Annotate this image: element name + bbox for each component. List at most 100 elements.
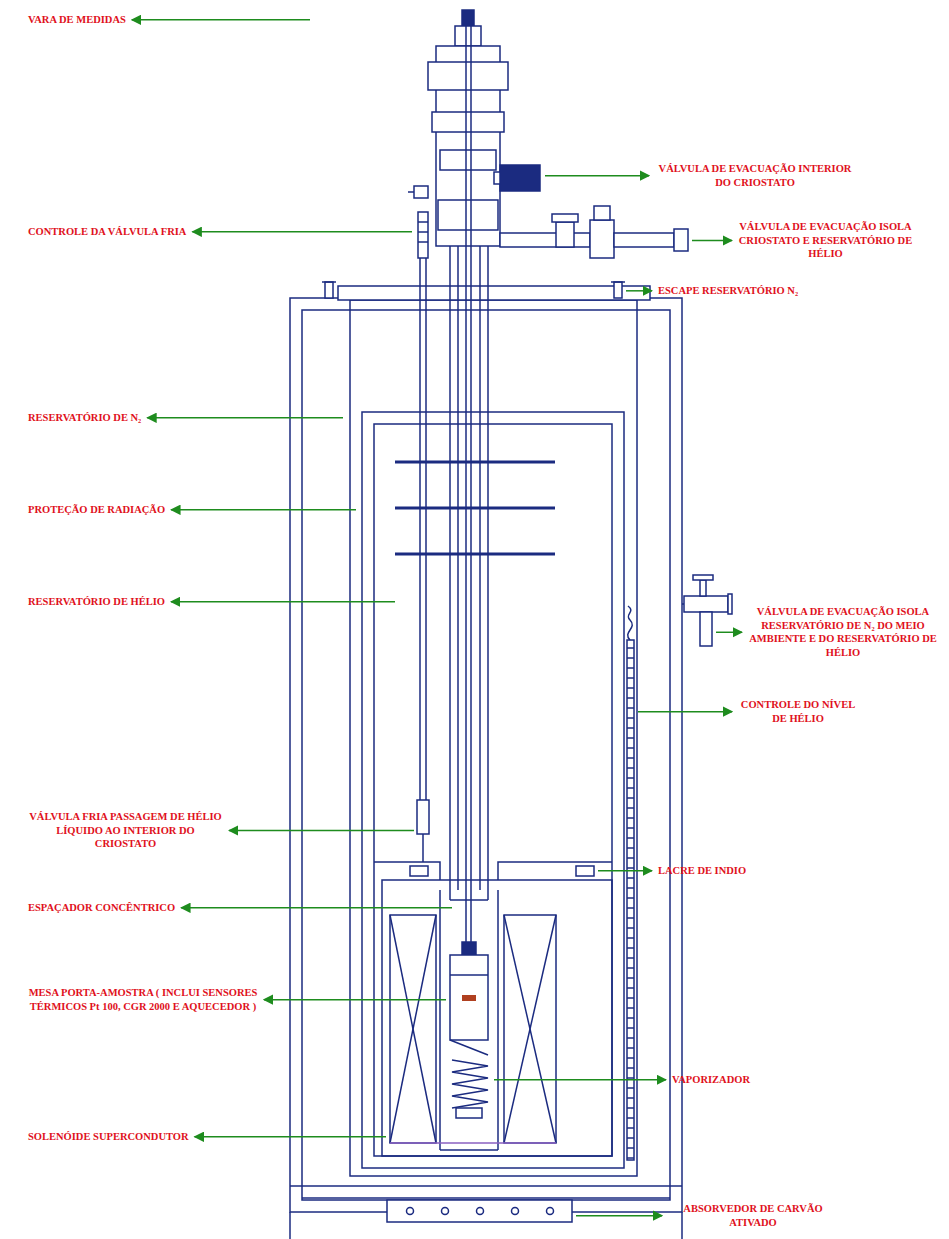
helium-reservoir xyxy=(362,412,624,1168)
part-label: SOLENÓIDE SUPERCONDUTOR xyxy=(28,1130,189,1144)
measuring-rod-head-part xyxy=(500,165,540,191)
leader-arrow xyxy=(229,830,414,832)
side-evacuation-valve-part xyxy=(552,214,578,222)
outer-housing-part xyxy=(681,1212,683,1239)
sample-holder-part xyxy=(450,974,488,976)
part-label: RESERVATÓRIO DE HÉLIO xyxy=(28,595,165,609)
gauge-tick xyxy=(627,817,634,819)
side-evacuation-valve-part xyxy=(500,233,590,247)
leader-arrow xyxy=(132,19,310,21)
gauge-tick xyxy=(627,1057,634,1059)
sample-holder xyxy=(450,942,488,1055)
gauge-tick xyxy=(627,707,634,709)
gauge-tick xyxy=(627,877,634,879)
gauge-tick xyxy=(627,967,634,969)
radiation-shield-part xyxy=(395,461,555,464)
side-evacuation-valve-part xyxy=(674,229,688,251)
nitrogen-reservoir-part xyxy=(338,286,650,300)
side-evacuation-valve-part xyxy=(556,222,574,247)
central-tube xyxy=(450,26,488,955)
magnet-chamber-part xyxy=(497,890,499,1150)
cold-valve-part xyxy=(418,241,428,243)
measuring-rod-head-part xyxy=(414,186,428,198)
superconducting-solenoid-part xyxy=(390,915,436,1143)
measuring-rod-head-part xyxy=(494,172,500,184)
gauge-tick xyxy=(627,647,634,649)
part-label: VÁLVULA DE EVACUAÇÃO INTERIOR DO CRIOSTA… xyxy=(655,162,855,189)
part-label: RESERVATÓRIO DE N₂ xyxy=(28,411,141,425)
leader-arrow xyxy=(171,509,356,511)
cold-valve-part xyxy=(418,231,428,233)
nitrogen-reservoir xyxy=(322,282,650,1176)
leader-arrow xyxy=(195,1136,386,1138)
outer-housing-part xyxy=(289,1212,291,1239)
side-evacuation-valve-part xyxy=(594,206,610,220)
measuring-rod-head-part xyxy=(440,150,496,170)
gauge-tick xyxy=(627,1067,634,1069)
gauge-tick xyxy=(627,787,634,789)
central-tube-part xyxy=(449,246,451,900)
gauge-tick xyxy=(627,917,634,919)
leader-arrow xyxy=(264,999,446,1001)
gauge-tick xyxy=(627,777,634,779)
vaporizer-coil-part xyxy=(452,1060,488,1108)
part-label: ABSORVEDOR DE CARVÃO ATIVADO xyxy=(668,1202,838,1229)
outer-housing-part xyxy=(290,298,682,1212)
superconducting-solenoid-part xyxy=(504,915,556,1143)
leader-arrow xyxy=(171,601,395,603)
part-label: CONTROLE DA VÁLVULA FRIA xyxy=(28,225,186,239)
part-label: VÁLVULA DE EVACUAÇÃO ISOLA RESERVATÓRIO … xyxy=(748,605,938,660)
gauge-tick xyxy=(627,737,634,739)
magnet-chamber-part xyxy=(440,1149,498,1151)
side-evacuation-valve xyxy=(500,206,688,258)
gauge-tick xyxy=(627,857,634,859)
radiation-shield-part xyxy=(395,553,555,556)
part-label: VARA DE MEDIDAS xyxy=(28,13,126,27)
cold-valve-part xyxy=(417,800,429,834)
gauge-tick xyxy=(627,797,634,799)
gauge-tick xyxy=(627,957,634,959)
central-tube-part xyxy=(465,26,467,955)
part-label: LACRE DE INDIO xyxy=(658,864,746,878)
gauge-tick xyxy=(627,1017,634,1019)
leader-arrow xyxy=(598,870,652,872)
sample-holder-part xyxy=(450,1040,488,1055)
cold-valve-part xyxy=(425,258,427,800)
gauge-tick xyxy=(627,757,634,759)
gauge-tick xyxy=(627,807,634,809)
sample-holder-part xyxy=(450,955,488,1040)
gauge-tick xyxy=(627,1107,634,1109)
n2-isolation-valve-part xyxy=(693,575,713,580)
charcoal-absorber-part xyxy=(477,1208,484,1215)
part-label: CONTROLE DO NÍVEL DE HÉLIO xyxy=(738,698,858,725)
part-label: ESCAPE RESERVATÓRIO N₂ xyxy=(658,284,798,298)
nitrogen-reservoir-part xyxy=(611,281,625,283)
leader-arrow xyxy=(192,231,412,233)
outer-housing-part xyxy=(290,1185,682,1187)
gauge-tick xyxy=(627,1127,634,1129)
radiation-shield-part xyxy=(395,507,555,510)
superconducting-solenoid-part xyxy=(390,915,436,1143)
measuring-rod-head-part xyxy=(408,191,414,193)
cold-valve-part xyxy=(418,221,428,223)
helium-level-gauge-part xyxy=(628,606,633,640)
helium-level-gauge-part xyxy=(627,640,634,1160)
helium-reservoir-part xyxy=(374,424,612,1156)
measuring-rod-head-part xyxy=(462,10,474,26)
nitrogen-reservoir-part xyxy=(322,281,336,283)
charcoal-absorber-part xyxy=(442,1208,449,1215)
gauge-tick xyxy=(627,887,634,889)
cold-valve-part xyxy=(419,258,421,800)
outer-housing-part xyxy=(302,310,670,1200)
magnet-chamber-part xyxy=(382,880,612,1156)
leader-arrow xyxy=(545,175,649,177)
magnet-chamber-part xyxy=(410,866,428,876)
gauge-tick xyxy=(627,847,634,849)
n2-isolation-valve-part xyxy=(700,612,712,646)
gauge-tick xyxy=(627,727,634,729)
gauge-tick xyxy=(627,827,634,829)
gauge-tick xyxy=(627,1007,634,1009)
measuring-rod-head-part xyxy=(438,200,498,230)
radiation-shield xyxy=(395,462,555,554)
part-label: VAPORIZADOR xyxy=(672,1073,750,1087)
